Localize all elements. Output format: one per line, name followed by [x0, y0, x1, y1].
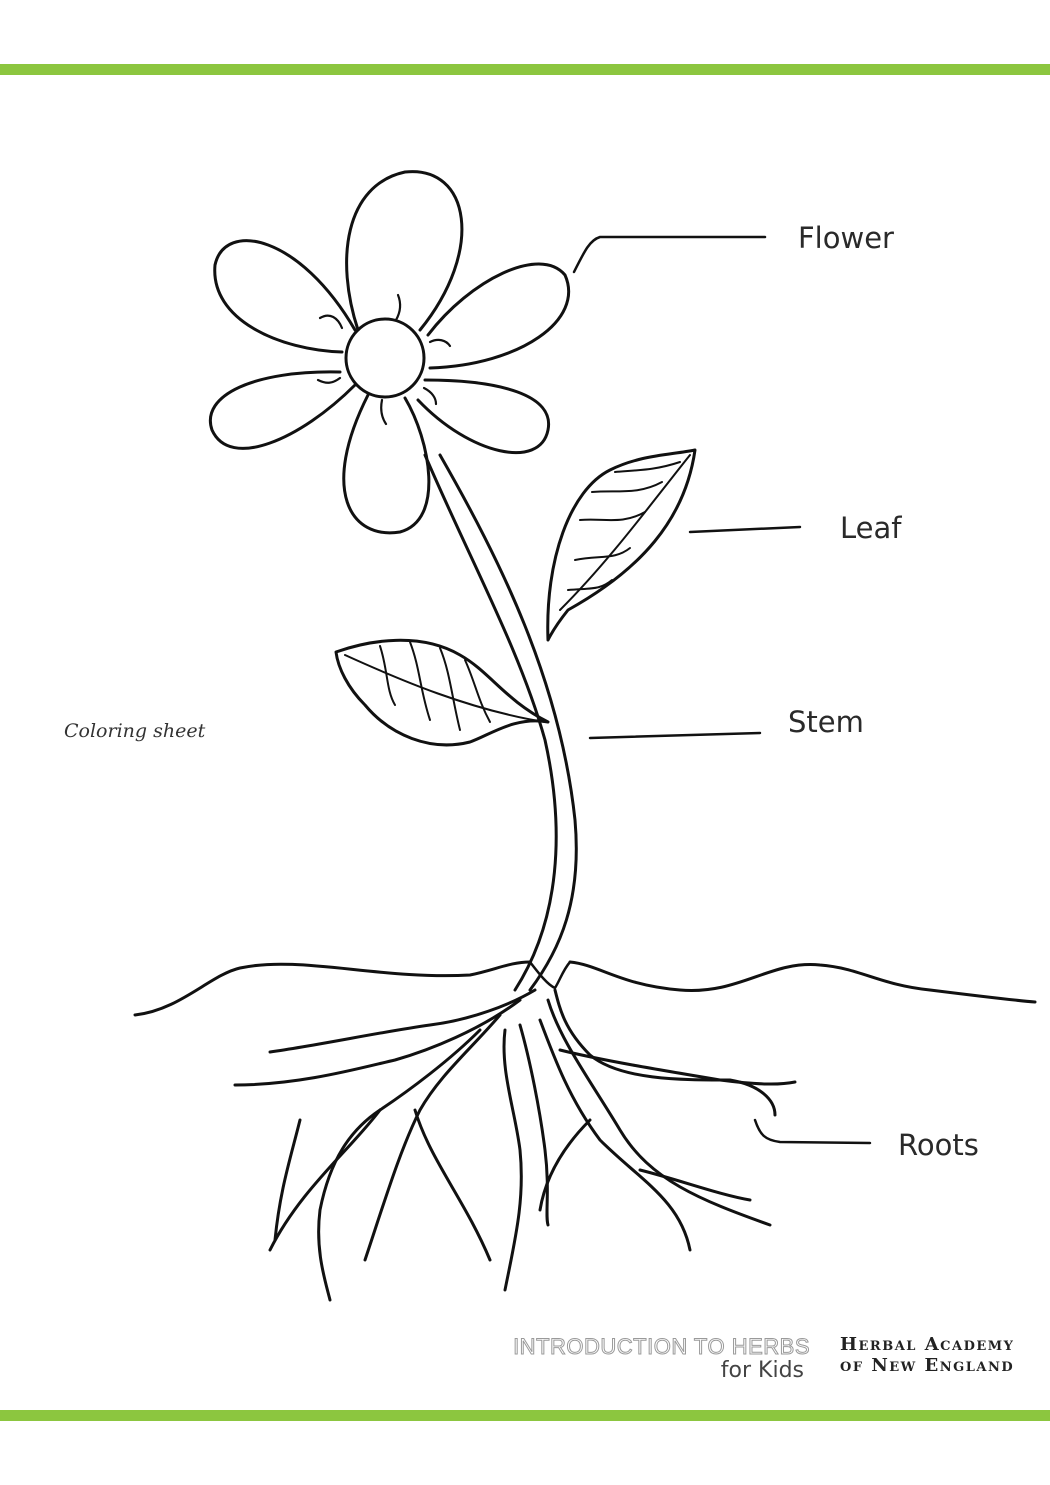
- petal-top: [345, 170, 464, 332]
- flower-center: [344, 317, 426, 399]
- publisher-line-2: of New England: [840, 1355, 1015, 1376]
- ground-line: [133, 960, 1037, 1017]
- petal-lower-left: [208, 370, 357, 450]
- leader-lines: [572, 235, 872, 1145]
- lower-leaf: [334, 638, 550, 747]
- roots-leader: [753, 1118, 872, 1145]
- series-subtitle: for Kids: [720, 1358, 804, 1383]
- label-stem: Stem: [788, 705, 864, 739]
- upper-leaf: [546, 448, 697, 642]
- label-flower: Flower: [798, 221, 894, 255]
- roots: [233, 988, 797, 1302]
- caption: Coloring sheet: [64, 720, 206, 742]
- petal-upper-right: [426, 262, 571, 370]
- label-roots: Roots: [898, 1128, 979, 1162]
- flower: [208, 170, 571, 535]
- petal-lower-right: [416, 378, 551, 454]
- stem-leader: [588, 731, 762, 740]
- petal-bottom: [342, 393, 431, 535]
- leaf-leader: [688, 525, 802, 534]
- petal-upper-left: [213, 239, 357, 354]
- label-leaf: Leaf: [840, 511, 902, 545]
- publisher-logo: Herbal Academy of New England: [840, 1334, 1014, 1376]
- stem: [423, 453, 578, 992]
- publisher-line-1: Herbal Academy: [840, 1334, 1015, 1355]
- top-accent-bar: [0, 64, 1050, 75]
- bottom-accent-bar: [0, 1410, 1050, 1421]
- flower-leader: [572, 235, 767, 274]
- series-title: INTRODUCTION TO HERBS: [513, 1334, 810, 1360]
